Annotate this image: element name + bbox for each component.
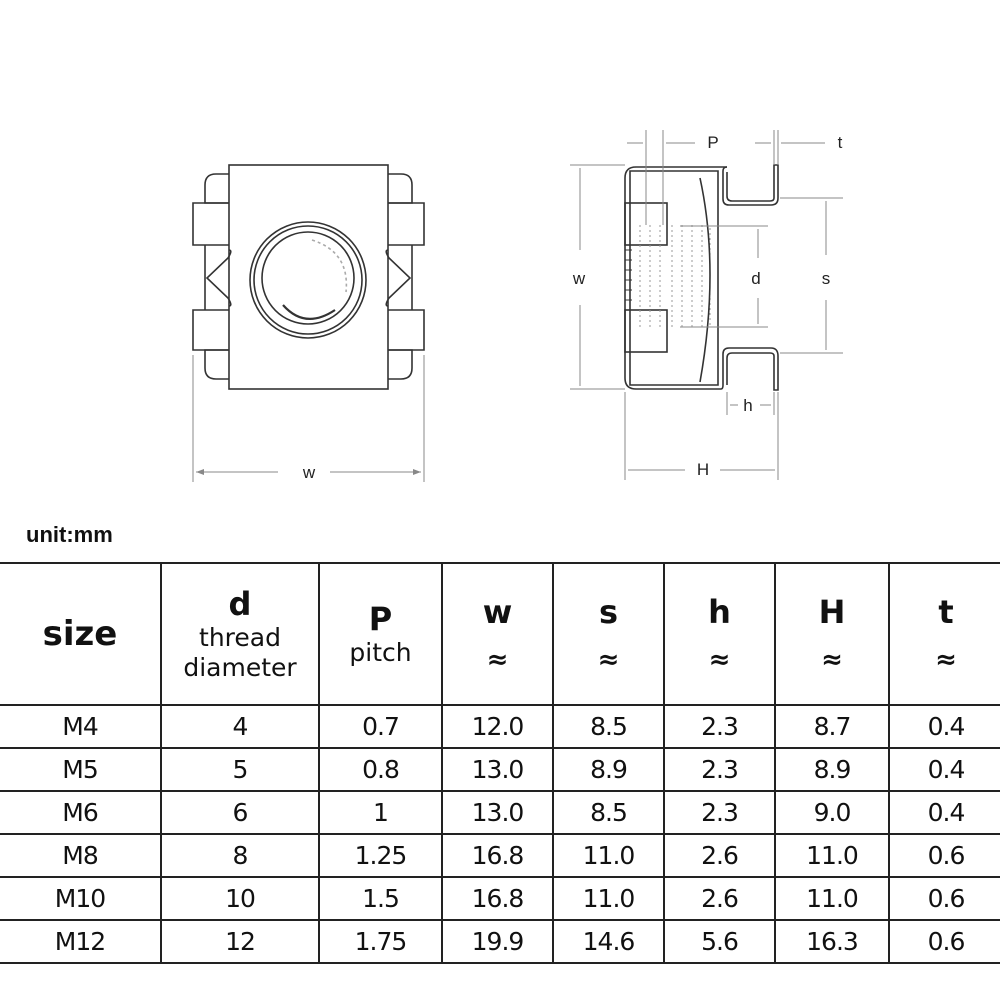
cell-size: M5	[0, 747, 162, 792]
cell-p: 1.75	[318, 919, 443, 964]
technical-drawing: w P t w d s h H	[192, 130, 843, 482]
table-row: M12 12 1.75 19.9 14.6 5.6 16.3 0.6	[0, 919, 1000, 964]
side-d-label: d	[751, 269, 761, 288]
cell-H: 16.3	[774, 919, 890, 964]
cell-p: 1.5	[318, 876, 443, 921]
header-h: h≈	[663, 562, 776, 706]
cell-w: 16.8	[441, 833, 554, 878]
cell-t: 0.6	[888, 833, 1000, 878]
cell-h: 2.3	[663, 790, 776, 835]
cell-h: 2.3	[663, 704, 776, 749]
header-t: t≈	[888, 562, 1000, 706]
cell-p: 0.7	[318, 704, 443, 749]
cell-H: 11.0	[774, 876, 890, 921]
table-row: M5 5 0.8 13.0 8.9 2.3 8.9 0.4	[0, 747, 1000, 792]
cell-p: 0.8	[318, 747, 443, 792]
cell-size: M12	[0, 919, 162, 964]
header-H: H≈	[774, 562, 890, 706]
cell-d: 5	[160, 747, 320, 792]
cell-size: M10	[0, 876, 162, 921]
table-header-row: size d thread diameter P pitch w≈ s≈ h≈ …	[0, 562, 1000, 706]
side-w-label: w	[572, 269, 586, 288]
table-row: M10 10 1.5 16.8 11.0 2.6 11.0 0.6	[0, 876, 1000, 921]
cell-H: 11.0	[774, 833, 890, 878]
cell-t: 0.6	[888, 876, 1000, 921]
spec-table: size d thread diameter P pitch w≈ s≈ h≈ …	[0, 562, 1000, 964]
header-s: s≈	[552, 562, 665, 706]
cell-size: M4	[0, 704, 162, 749]
cell-w: 19.9	[441, 919, 554, 964]
side-p-label: P	[707, 133, 719, 152]
header-p: P pitch	[318, 562, 443, 706]
cell-H: 8.7	[774, 704, 890, 749]
cage-nut-drawing	[192, 130, 843, 482]
cell-s: 8.5	[552, 790, 665, 835]
cell-t: 0.4	[888, 704, 1000, 749]
unit-label: unit:mm	[26, 522, 113, 547]
cell-H: 8.9	[774, 747, 890, 792]
cell-h: 2.3	[663, 747, 776, 792]
cell-t: 0.4	[888, 790, 1000, 835]
cell-h: 2.6	[663, 833, 776, 878]
side-h-label: h	[743, 396, 753, 415]
cell-s: 11.0	[552, 876, 665, 921]
cell-s: 8.5	[552, 704, 665, 749]
cell-w: 13.0	[441, 790, 554, 835]
cell-d: 4	[160, 704, 320, 749]
cell-size: M8	[0, 833, 162, 878]
side-view	[570, 130, 843, 480]
cell-d: 6	[160, 790, 320, 835]
side-t-label: t	[837, 133, 843, 152]
header-size: size	[0, 562, 162, 706]
table-row: M8 8 1.25 16.8 11.0 2.6 11.0 0.6	[0, 833, 1000, 878]
front-w-label: w	[302, 463, 316, 482]
cell-w: 13.0	[441, 747, 554, 792]
cell-size: M6	[0, 790, 162, 835]
cell-H: 9.0	[774, 790, 890, 835]
table-row: M4 4 0.7 12.0 8.5 2.3 8.7 0.4	[0, 704, 1000, 749]
cell-s: 8.9	[552, 747, 665, 792]
cell-w: 16.8	[441, 876, 554, 921]
side-H-label: H	[696, 460, 710, 479]
cell-h: 2.6	[663, 876, 776, 921]
cell-d: 8	[160, 833, 320, 878]
cell-d: 10	[160, 876, 320, 921]
side-s-label: s	[821, 269, 831, 288]
cell-h: 5.6	[663, 919, 776, 964]
cell-d: 12	[160, 919, 320, 964]
table-row: M6 6 1 13.0 8.5 2.3 9.0 0.4	[0, 790, 1000, 835]
cell-p: 1.25	[318, 833, 443, 878]
cell-s: 14.6	[552, 919, 665, 964]
cell-p: 1	[318, 790, 443, 835]
cell-s: 11.0	[552, 833, 665, 878]
header-w: w≈	[441, 562, 554, 706]
cell-w: 12.0	[441, 704, 554, 749]
cell-t: 0.4	[888, 747, 1000, 792]
cell-t: 0.6	[888, 919, 1000, 964]
front-view	[192, 164, 425, 482]
header-d: d thread diameter	[160, 562, 320, 706]
